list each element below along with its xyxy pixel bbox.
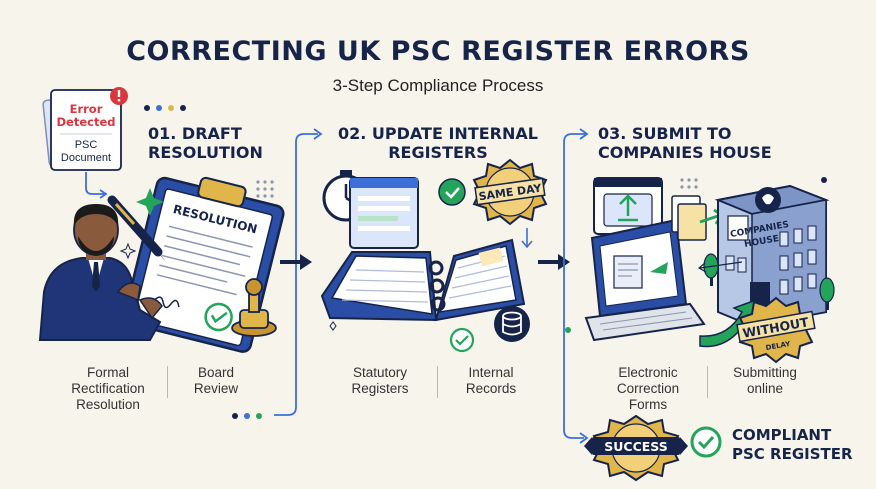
success-label: SUCCESS xyxy=(604,439,667,454)
step-1-caption-1: Formal Rectification Resolution xyxy=(58,365,158,413)
error-note-line3: PSC xyxy=(75,139,98,151)
person-illustration xyxy=(38,204,163,341)
same-day-badge: SAME DAY xyxy=(472,158,548,226)
caption-line: Rectification xyxy=(71,381,145,396)
caption-divider xyxy=(167,366,168,398)
step-3-caption-2: Submitting online xyxy=(718,365,812,397)
step-2-title-line2: REGISTERS xyxy=(388,143,488,162)
caption-line: online xyxy=(746,381,784,396)
stamp-icon xyxy=(231,278,277,337)
caption-divider xyxy=(707,366,708,398)
caption-line: Submitting xyxy=(733,365,797,380)
outcome-line2: PSC REGISTER xyxy=(732,445,853,463)
laptop-building-illustration: COMPANIES HOUSE xyxy=(584,177,835,364)
outcome-line1: COMPLIANT xyxy=(732,426,832,444)
arrow-right-icon xyxy=(300,254,312,270)
database-icon xyxy=(494,306,530,342)
caption-line: Records xyxy=(465,381,517,396)
sparkle-icon xyxy=(136,188,164,216)
step-3-title: 03. SUBMIT TO COMPANIES HOUSE xyxy=(598,124,772,162)
success-seal: SUCCESS xyxy=(584,414,688,482)
step-1-title-line1: 01. DRAFT xyxy=(148,124,242,143)
decor-dots-1b xyxy=(232,413,262,419)
caption-line: Statutory xyxy=(352,365,408,380)
step-3-title-line2: COMPANIES HOUSE xyxy=(598,143,772,162)
page-subtitle: 3-Step Compliance Process xyxy=(332,76,544,95)
connector-1-2 xyxy=(274,128,323,416)
step-2-caption-1: Statutory Registers xyxy=(334,365,426,397)
step-1-title-line2: RESOLUTION xyxy=(148,143,263,162)
step-1-title: 01. DRAFT RESOLUTION xyxy=(148,124,263,162)
caption-line: Electronic xyxy=(618,365,678,380)
caption-line: Formal xyxy=(86,365,129,380)
caption-line: Resolution xyxy=(76,397,140,412)
companies-house-building: COMPANIES HOUSE xyxy=(714,184,830,328)
decor-dots-3 xyxy=(680,178,698,189)
caption-line: Forms xyxy=(628,397,668,412)
caption-line: Registers xyxy=(351,381,409,396)
step-2-caption-2: Internal Records xyxy=(446,365,536,397)
connector-2-3 xyxy=(538,128,589,444)
outcome-text: COMPLIANT PSC REGISTER xyxy=(732,426,853,464)
compliant-check-icon xyxy=(690,426,722,458)
caption-line: Internal xyxy=(468,365,514,380)
caption-divider xyxy=(437,366,438,398)
page-title: CORRECTING UK PSC REGISTER ERRORS xyxy=(126,36,750,67)
caption-line: Correction xyxy=(616,381,680,396)
upload-icon xyxy=(619,194,637,216)
pen-icon xyxy=(107,195,166,262)
error-note-line1: Error xyxy=(70,102,103,116)
decor-dots-1 xyxy=(144,105,186,111)
error-note: Error Detected PSC Document xyxy=(42,87,128,199)
step-3-caption-1: Electronic Correction Forms xyxy=(600,365,696,413)
check-icon xyxy=(438,178,466,206)
error-note-line4: Document xyxy=(61,152,111,164)
error-note-line2: Detected xyxy=(57,115,116,129)
step-2-title: 02. UPDATE INTERNAL REGISTERS xyxy=(338,124,538,162)
caption-line: Board xyxy=(197,365,235,380)
check-small-icon xyxy=(449,327,475,353)
approved-check-icon xyxy=(204,302,233,332)
step-2-title-line1: 02. UPDATE INTERNAL xyxy=(338,124,538,143)
step-3-title-line1: 03. SUBMIT TO xyxy=(598,124,732,143)
clipboard-illustration: RESOLUTION xyxy=(107,176,285,353)
without-delay-badge: WITHOUT DELAY xyxy=(736,296,816,364)
step-1-caption-2: Board Review xyxy=(182,365,250,397)
caption-line: Review xyxy=(193,381,239,396)
binder-illustration: SAME DAY xyxy=(320,158,548,353)
